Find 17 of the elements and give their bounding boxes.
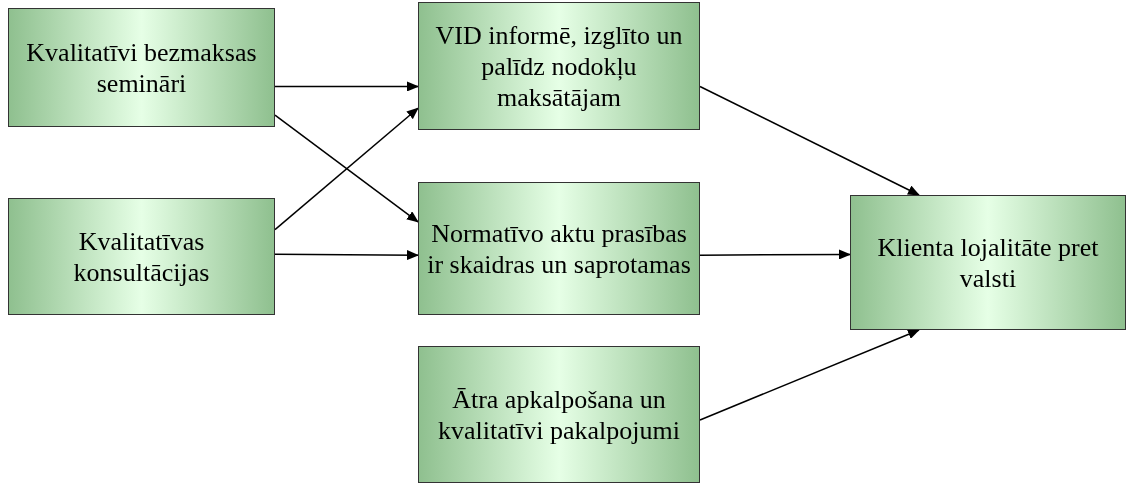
process-box (8, 198, 275, 315)
process-box (418, 182, 700, 315)
box-text: Ātra apkalpošana un kvalitatīvi pakalpojumi (437, 383, 681, 446)
arrow (274, 250, 419, 261)
arrow (699, 85, 920, 196)
arrow (699, 329, 920, 421)
box-text: VID informē, izglīto un palīdz nodokļu maksātājam (434, 19, 684, 113)
process-box (8, 8, 275, 127)
box-text: Klienta lojalitāte pret valsti (876, 231, 1100, 294)
arrow (699, 249, 851, 260)
process-box (418, 2, 700, 130)
box-text: Kvalitatīvi bezmaksas semināri (25, 36, 258, 99)
process-box (850, 195, 1126, 330)
process-box (418, 346, 700, 483)
box-text: Kvalitatīvas konsultācijas (72, 225, 211, 288)
arrow (274, 81, 419, 92)
box-text: Normatīvo aktu prasības ir skaidras un saprotamas (426, 217, 692, 280)
